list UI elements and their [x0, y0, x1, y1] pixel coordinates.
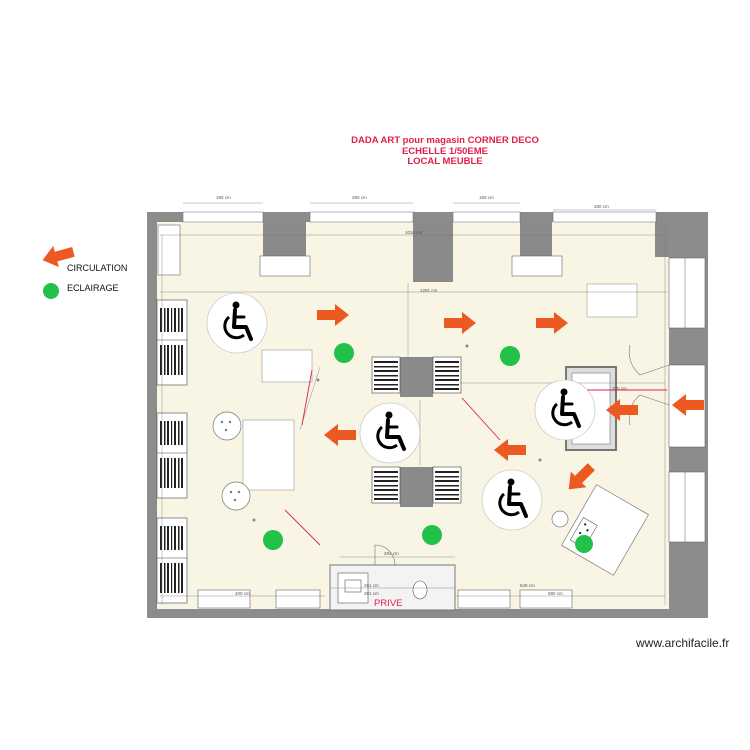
light-icon: [422, 525, 442, 545]
wheelchair-icon: [533, 378, 597, 442]
wheelchair-icon: [358, 401, 422, 465]
dimension-label: 400 cm: [235, 591, 250, 596]
dimension-label: 281 cm: [364, 583, 379, 588]
dimension-label: 190 cm: [216, 195, 231, 200]
dimension-label: 540 cm: [520, 583, 535, 588]
plan-title: DADA ART pour magasin CORNER DECO: [351, 135, 539, 146]
legend-circulation-label: CIRCULATION: [67, 263, 128, 273]
dimension-label: 281 cm: [364, 591, 379, 596]
dimension-label: 280 cm: [594, 204, 609, 209]
legend-eclairage-label: ECLAIRAGE: [67, 283, 119, 293]
light-icon: [500, 346, 520, 366]
dimension-label: 281 cm: [384, 551, 399, 556]
prive-label: PRIVE: [374, 598, 403, 609]
light-icon: [334, 343, 354, 363]
dimension-label: 1281 cm: [420, 288, 438, 293]
light-icon: [575, 535, 593, 553]
legend-light-icon: [43, 283, 59, 299]
dimension-label: 580 cm: [548, 591, 563, 596]
wheelchair-icon: [480, 468, 544, 532]
light-icon: [263, 530, 283, 550]
dimension-label: 200 cm: [612, 386, 627, 391]
plan-subtitle: LOCAL MEUBLE: [407, 156, 483, 167]
wheelchair-icon: [205, 291, 269, 355]
plan-scale: ECHELLE 1/50EME: [401, 145, 489, 157]
dimension-label: 160 cm: [479, 195, 494, 200]
dimension-label: 1010 cm: [405, 230, 423, 235]
dimension-label: 280 cm: [352, 195, 367, 200]
watermark: www.archifacile.fr: [636, 636, 730, 650]
